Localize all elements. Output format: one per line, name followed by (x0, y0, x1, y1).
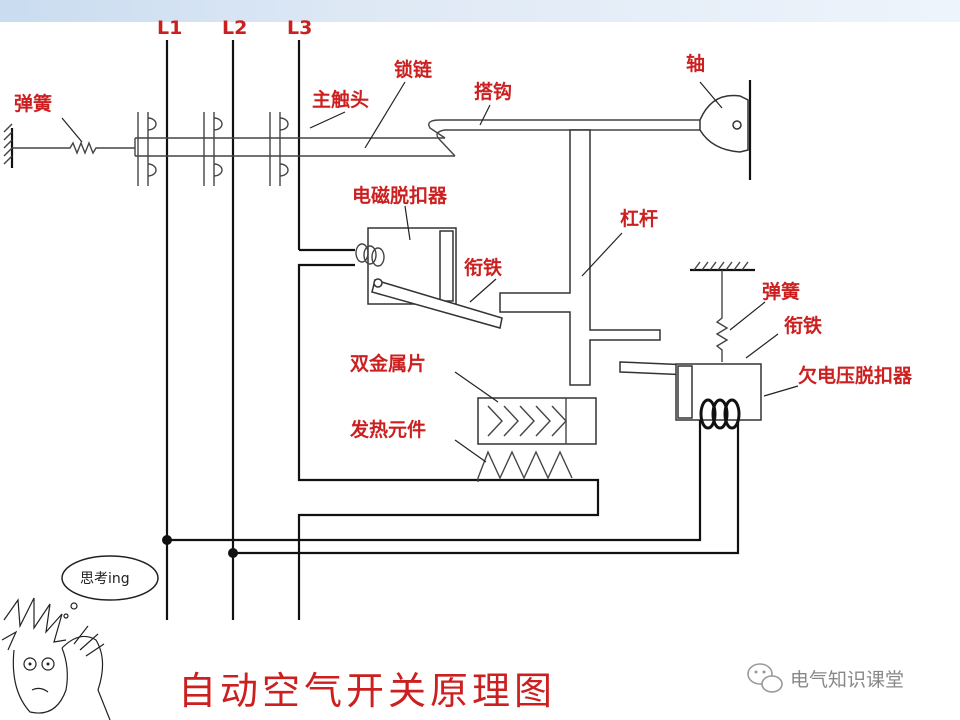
bimetal-body (477, 397, 597, 445)
contact-bar (134, 119, 700, 157)
label-hook: 搭钩 (474, 80, 512, 103)
label-pointers (61, 81, 799, 463)
part-labels: 弹簧 锁链 主触头 搭钩 轴 电磁脱扣器 杠杆 衔铁 弹簧 衔铁 欠电压脱扣器 … (14, 52, 913, 441)
left-spring (12, 141, 135, 155)
em-release-coil (355, 243, 385, 267)
label-bimetal: 双金属片 (350, 352, 426, 375)
watermark: 电气知识课堂 (747, 663, 904, 693)
uv-release (162, 261, 762, 558)
wire-uv-l1 (167, 420, 702, 542)
contact-l1 (137, 112, 157, 186)
contact-l2 (203, 112, 223, 186)
contact-l3 (269, 112, 289, 186)
thinking-person-illustration: 思考ing (1, 555, 159, 720)
label-lock-chain: 锁链 (394, 58, 432, 81)
thought-bubble-text: 思考ing (80, 571, 130, 587)
label-spring-left: 弹簧 (14, 92, 52, 115)
label-main-contact: 主触头 (312, 88, 369, 111)
label-heater: 发热元件 (349, 418, 426, 441)
em-armature (371, 279, 503, 329)
em-release (355, 227, 503, 329)
thought-bubble (61, 555, 159, 601)
lever-body (499, 129, 661, 386)
shaft-pivot (732, 120, 742, 130)
wechat-icon (747, 663, 783, 693)
label-em-release: 电磁脱扣器 (352, 184, 448, 207)
right-spring (715, 270, 729, 362)
junction-l2 (228, 548, 238, 558)
wire-coil-heater (297, 263, 600, 620)
phase-label-l1: L1 (157, 17, 182, 39)
wire-uv-l2 (233, 420, 740, 555)
diagram-title: 自动空气开关原理图 (178, 669, 556, 713)
right-ceiling-hatch (693, 261, 749, 271)
label-spring-right: 弹簧 (762, 280, 800, 303)
main-contacts (137, 112, 289, 186)
label-uv-release: 欠电压脱扣器 (798, 364, 913, 387)
phase-label-l3: L3 (287, 17, 312, 39)
label-armature-2: 衔铁 (784, 314, 822, 337)
left-wall-hatch (3, 123, 13, 165)
bimetal-strip (477, 397, 597, 445)
phase-lines: L1 L2 L3 (157, 17, 312, 620)
top-band (0, 0, 960, 22)
shaft-body (699, 94, 749, 153)
left-spring-assembly (3, 123, 135, 168)
uv-release-coil (699, 398, 741, 430)
junction-l1 (162, 535, 172, 545)
watermark-text: 电气知识课堂 (790, 669, 904, 691)
heater-element (477, 450, 573, 480)
label-shaft: 轴 (686, 52, 705, 75)
phase-label-l2: L2 (222, 17, 247, 39)
hook-bar (428, 119, 700, 139)
em-release-pole (439, 230, 454, 302)
label-lever: 杠杆 (620, 207, 658, 230)
shaft-assembly (699, 80, 752, 180)
label-armature-1: 衔铁 (464, 256, 502, 279)
